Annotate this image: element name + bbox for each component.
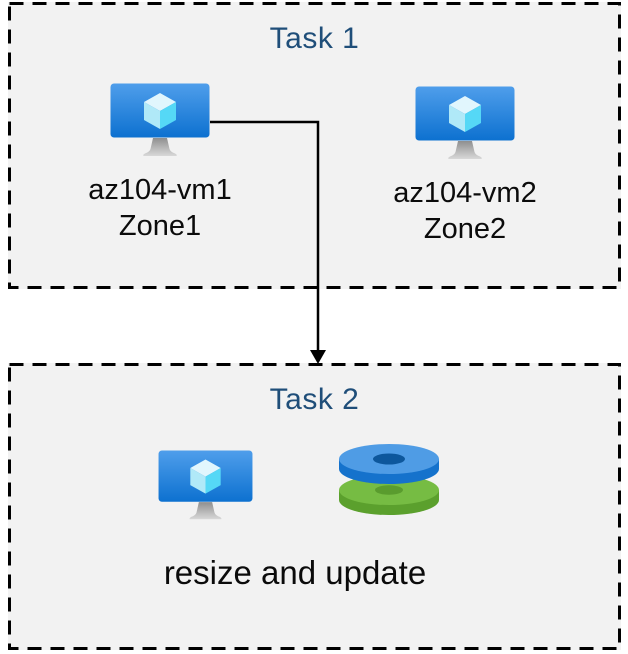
vm2-name-label: az104-vm2	[393, 177, 537, 209]
task2-title: Task 2	[269, 383, 360, 416]
task2-box: Task 2	[8, 363, 621, 650]
vm1-group: az104-vm1 Zone1	[60, 83, 260, 244]
task2-dashed-border	[8, 363, 621, 650]
disks-icon	[339, 444, 439, 515]
vm2-group: az104-vm2 Zone2	[365, 86, 565, 247]
task2-caption: resize and update	[163, 554, 427, 591]
vm1-zone-label: Zone1	[118, 210, 202, 242]
virtual-machine-icon	[158, 450, 253, 520]
vm1-name-label: az104-vm1	[88, 174, 232, 206]
virtual-machine-icon	[415, 86, 515, 159]
task1-title: Task 1	[269, 22, 360, 55]
virtual-machine-icon	[110, 83, 210, 156]
vm2-zone-label: Zone2	[423, 213, 507, 245]
